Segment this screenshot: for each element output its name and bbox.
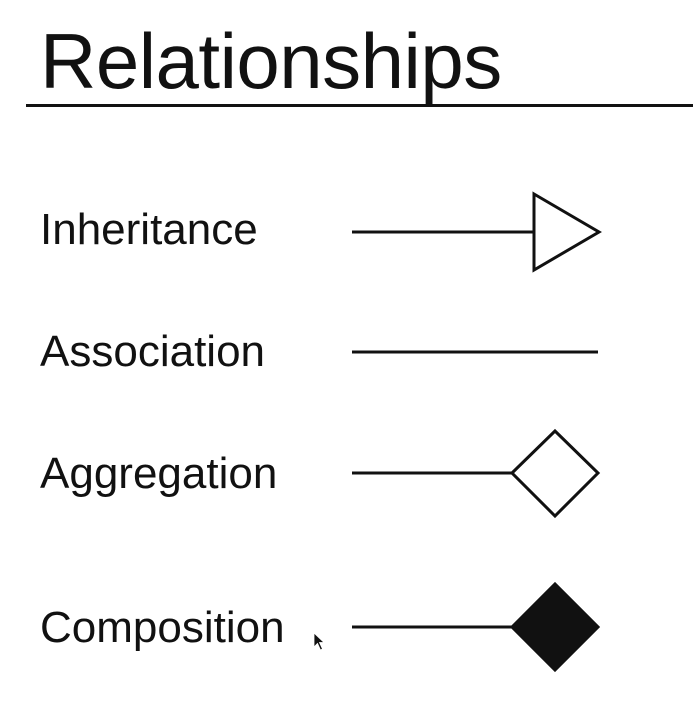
inheritance-symbol (352, 191, 602, 273)
composition-filled-diamond-icon (509, 581, 601, 673)
composition-symbol (352, 581, 601, 673)
page-title: Relationships (40, 17, 502, 105)
label-inheritance: Inheritance (40, 205, 258, 254)
label-association: Association (40, 327, 266, 376)
aggregation-hollow-diamond-icon (509, 428, 601, 519)
title-underline (26, 104, 693, 107)
label-composition: Composition (40, 603, 285, 652)
inheritance-triangle-icon (532, 191, 602, 273)
aggregation-symbol (352, 428, 601, 519)
label-aggregation: Aggregation (40, 449, 278, 498)
mouse-cursor-icon (313, 632, 325, 651)
